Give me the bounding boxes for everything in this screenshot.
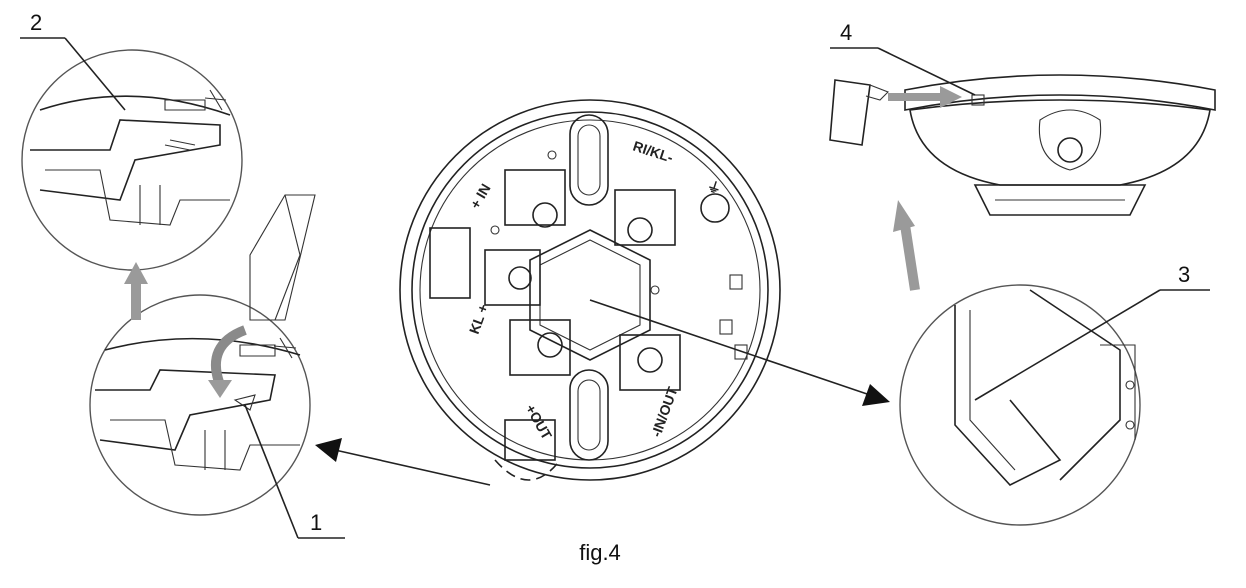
- jumper-strip: [249, 194, 316, 321]
- pointer-arrow-to-detail-1: [315, 438, 491, 486]
- terminal-in-out-minus: -IN/OUT: [648, 384, 681, 439]
- callout-2-label: 2: [30, 10, 42, 35]
- callout-3: 3: [974, 262, 1210, 401]
- pointer-arrow-to-detail-3: [589, 299, 890, 406]
- grey-insert-arrow: [208, 325, 247, 398]
- callout-3-label: 3: [1178, 262, 1190, 287]
- callout-2: 2: [20, 10, 126, 111]
- figure-caption: fig.4: [579, 540, 621, 565]
- terminal-ground: ⏚: [705, 178, 723, 198]
- detail-circle-bottom-left: [89, 294, 311, 516]
- detail-circle-right: [899, 284, 1141, 526]
- detector-base: [399, 99, 781, 481]
- terminal-ri-kl: RI/KL-: [631, 138, 675, 166]
- grey-up-arrow-right: [893, 200, 920, 291]
- terminal-in-plus: + IN: [467, 181, 494, 212]
- callout-1: 1: [244, 404, 345, 539]
- grey-right-arrow: [888, 86, 962, 108]
- terminal-out-plus: +OUT: [522, 402, 555, 443]
- clip-part: [829, 79, 889, 146]
- detail-circle-top-left: [21, 49, 243, 271]
- detector-head: [904, 74, 1216, 216]
- callout-4-label: 4: [840, 20, 852, 45]
- callout-1-label: 1: [310, 510, 322, 535]
- callout-4: 4: [830, 20, 976, 96]
- terminal-kl-plus: KL +: [466, 302, 491, 336]
- grey-up-arrow-left: [124, 262, 148, 320]
